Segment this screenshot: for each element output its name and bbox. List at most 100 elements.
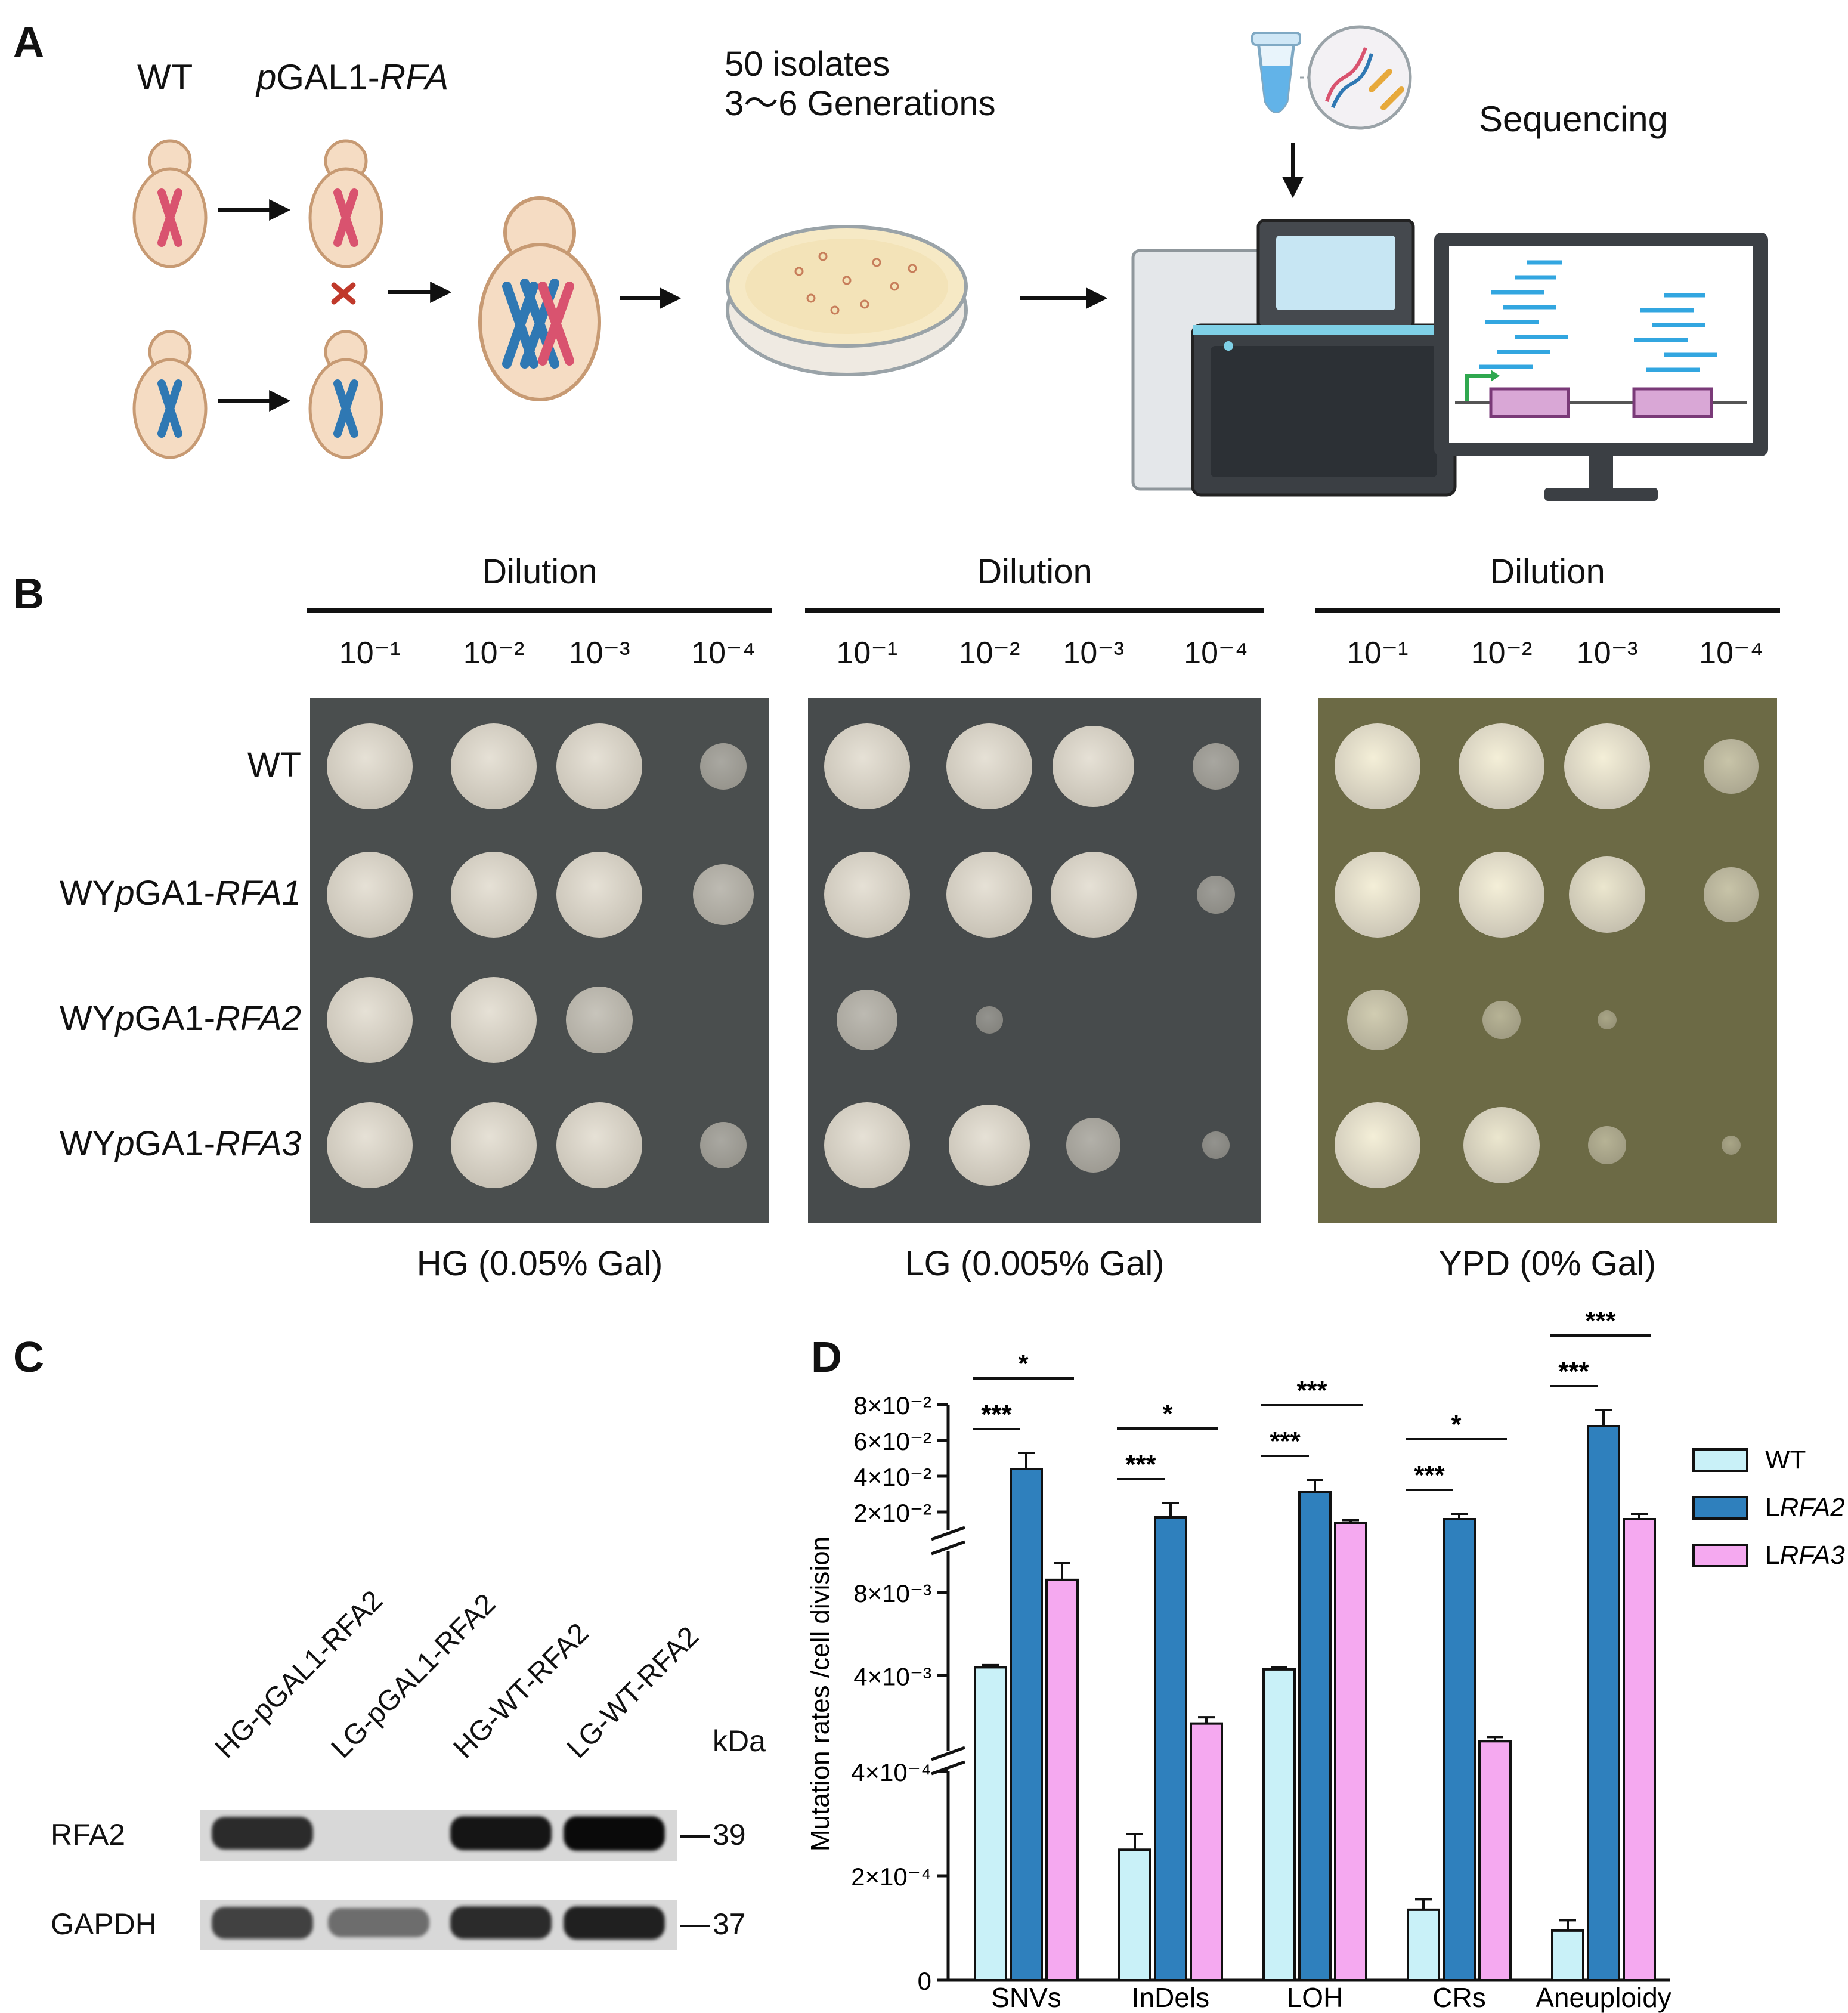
- spot-1-1-0: [824, 852, 910, 938]
- strain-ga1: GA1-: [134, 999, 216, 1038]
- petri-dish-icon: [726, 225, 968, 376]
- dilution-2-3: 10⁻⁴: [1699, 636, 1763, 670]
- band-0-2: [450, 1816, 552, 1851]
- dilution-1-0: 10⁻¹: [836, 636, 898, 670]
- strain-ga1: GA1-: [134, 874, 216, 913]
- spot-1-3-3: [1202, 1131, 1230, 1159]
- strain-gene: RFA2: [215, 999, 301, 1038]
- dilution-underline-0: [307, 608, 772, 613]
- axis-break-1: [931, 1526, 965, 1556]
- monitor-icon: [1434, 233, 1768, 501]
- y-tick-label: 2×10⁻⁴: [851, 1863, 931, 1891]
- dilution-1-2: 10⁻³: [1063, 636, 1125, 670]
- spot-0-1-1: [451, 852, 537, 938]
- dilution-0-1: 10⁻²: [463, 636, 525, 670]
- bar-InDels-LRFA3: [1190, 1722, 1223, 1982]
- isolates-line-2: 3～6 Generations: [725, 84, 996, 123]
- spot-2-0-3: [1704, 739, 1759, 794]
- kda-label: kDa: [713, 1724, 766, 1758]
- sequencing-label: Sequencing: [1479, 99, 1668, 139]
- construct-main: GAL1-: [276, 57, 380, 97]
- spot-2-0-1: [1459, 723, 1544, 809]
- spot-2-3-3: [1721, 1135, 1741, 1155]
- y-tick-label: 4×10⁻³: [853, 1662, 931, 1690]
- kda-value-1: 37: [713, 1907, 746, 1941]
- strain-prefix: WY: [59, 999, 116, 1038]
- spot-1-3-1: [948, 1104, 1030, 1186]
- tube-icon: [1251, 32, 1301, 113]
- spot-1-0-0: [824, 723, 910, 809]
- legend-label-1: LRFA2: [1765, 1493, 1845, 1522]
- wt-label: WT: [137, 57, 193, 97]
- strain-prefix: WT: [247, 746, 301, 784]
- legend-label-2: LRFA3: [1765, 1541, 1845, 1570]
- y-tick-label: 0: [918, 1967, 931, 1995]
- spot-2-1-1: [1459, 852, 1544, 938]
- kda-tick-0: [680, 1835, 710, 1838]
- bar-InDels-LRFA2: [1154, 1516, 1187, 1981]
- bar-LOH-WT: [1262, 1668, 1296, 1981]
- bar-SNVs-LRFA3: [1045, 1578, 1079, 1982]
- dilution-1-3: 10⁻⁴: [1184, 636, 1248, 670]
- strain-prefix: WY: [59, 1124, 116, 1163]
- dilution-header-2: Dilution: [1490, 552, 1605, 591]
- band-0-0: [212, 1817, 313, 1850]
- spot-2-3-1: [1463, 1106, 1540, 1184]
- strain-p: p: [115, 874, 135, 913]
- blot-row-label-0: RFA2: [51, 1818, 126, 1851]
- band-0-3: [564, 1816, 665, 1851]
- spot-2-1-0: [1335, 852, 1421, 938]
- dilution-2-1: 10⁻²: [1471, 636, 1533, 670]
- strain-label-1: WYpGA1-RFA1: [60, 873, 301, 913]
- band-1-2: [450, 1906, 552, 1940]
- construct-label: pGAL1-RFA: [256, 57, 448, 98]
- spot-2-2-2: [1598, 1010, 1617, 1030]
- dilution-underline-1: [805, 608, 1264, 613]
- spot-1-0-1: [946, 723, 1032, 809]
- dilution-0-2: 10⁻³: [568, 636, 630, 670]
- legend-label-0: WT: [1765, 1445, 1806, 1474]
- kda-value-0: 39: [713, 1818, 746, 1851]
- spot-2-0-0: [1335, 723, 1421, 809]
- plate-caption-2: YPD (0% Gal): [1438, 1244, 1657, 1283]
- strain-gene: RFA1: [215, 874, 301, 913]
- dilution-1-1: 10⁻²: [958, 636, 1020, 670]
- significance-mark: ***: [981, 1400, 1012, 1429]
- cross-mark-icon: [331, 282, 356, 305]
- y-tick-label: 6×10⁻²: [853, 1427, 931, 1455]
- spot-0-1-3: [693, 864, 754, 925]
- spot-0-0-0: [327, 723, 413, 809]
- y-tick-label: 4×10⁻⁴: [851, 1758, 931, 1786]
- dna-zoom-icon: [1300, 25, 1412, 130]
- spot-1-3-2: [1066, 1118, 1121, 1173]
- spot-1-1-3: [1196, 875, 1236, 914]
- panel-a-illustration: [0, 25, 1768, 501]
- spot-1-3-0: [824, 1102, 910, 1188]
- x-category-label: CRs: [1432, 1982, 1485, 2013]
- panel-b-label: B: [13, 570, 44, 618]
- bar-InDels-WT: [1118, 1848, 1151, 1981]
- spot-2-0-2: [1564, 723, 1651, 809]
- dilution-underline-2: [1315, 608, 1780, 613]
- blot-row-label-1: GAPDH: [51, 1907, 157, 1941]
- spot-0-3-1: [451, 1102, 537, 1188]
- legend-name: RFA3: [1779, 1541, 1845, 1570]
- strain-label-2: WYpGA1-RFA2: [60, 998, 301, 1038]
- significance-mark: ***: [1125, 1450, 1156, 1479]
- bar-LOH-LRFA3: [1334, 1522, 1367, 1981]
- spot-2-1-3: [1704, 867, 1759, 922]
- significance-mark: *: [1018, 1349, 1029, 1378]
- spot-2-3-0: [1335, 1102, 1421, 1188]
- spot-2-2-0: [1347, 990, 1408, 1050]
- spot-1-1-2: [1050, 852, 1137, 938]
- agar-plate-2: [1318, 698, 1777, 1223]
- agar-plate-0: [310, 698, 769, 1223]
- band-1-1: [328, 1907, 429, 1938]
- spot-1-2-0: [836, 990, 897, 1050]
- significance-mark: *: [1162, 1399, 1173, 1428]
- spot-0-1-0: [327, 852, 413, 938]
- bar-CRs-WT: [1407, 1908, 1440, 1981]
- bar-Aneuploidy-LRFA2: [1587, 1425, 1620, 1981]
